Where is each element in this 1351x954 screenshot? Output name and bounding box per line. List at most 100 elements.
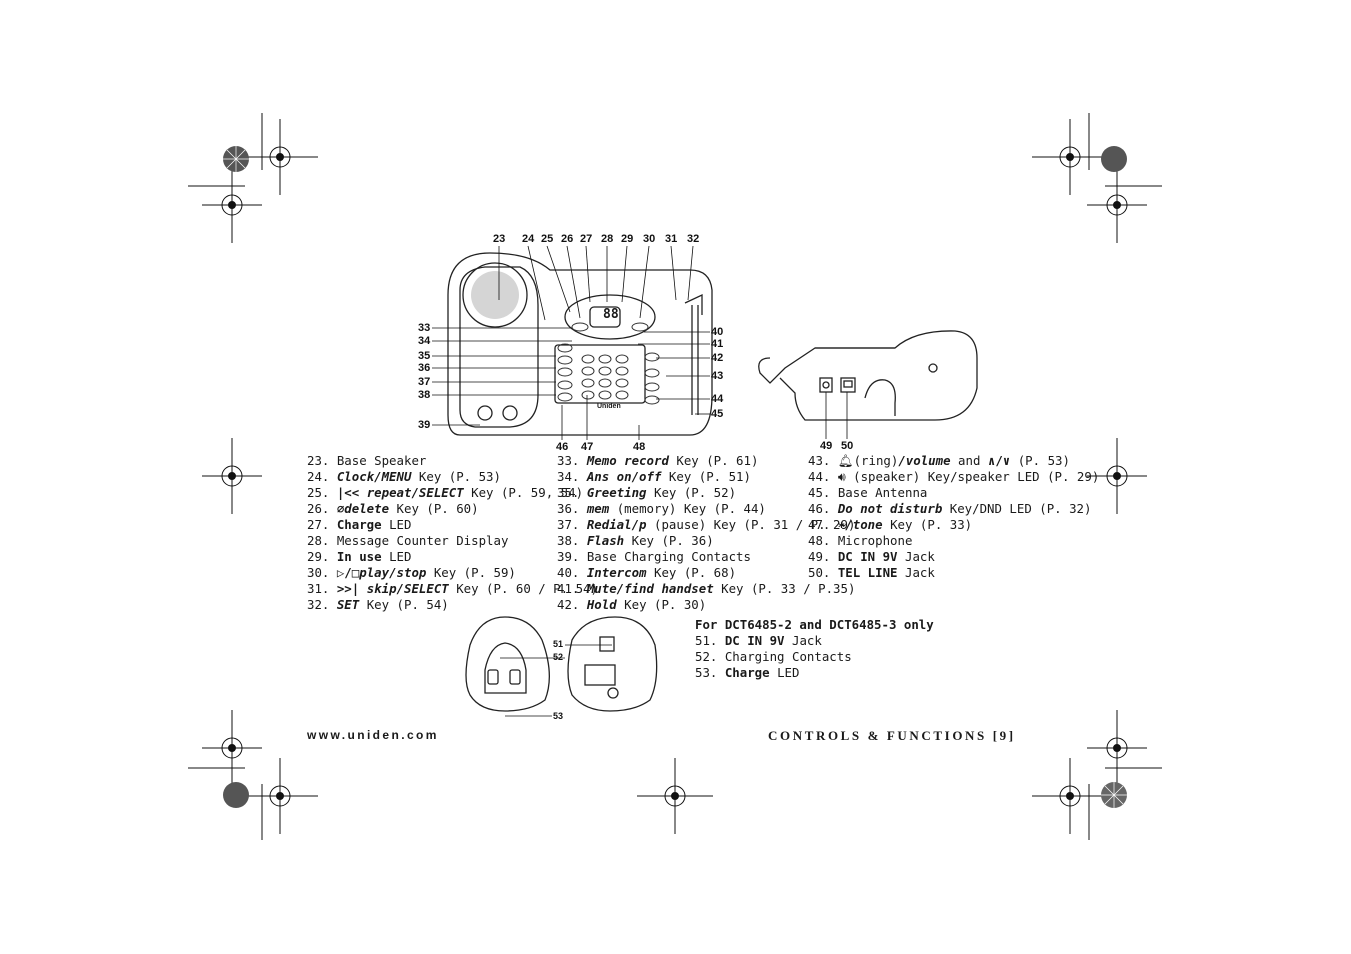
legend-item-text: ∗/tone — [837, 517, 883, 532]
legend-item-text: (pause) Key (P. 31 / P. 29) — [646, 517, 856, 532]
legend-item-number: 38. — [557, 533, 587, 548]
legend-item-text: Key (P. 54) — [359, 597, 449, 612]
legend-item-text: Key (P. 59) — [426, 565, 516, 580]
legend-item-text: LED — [769, 665, 800, 680]
legend-item: 29. In use LED — [307, 549, 598, 565]
legend-item: 48. Microphone — [808, 533, 1099, 549]
legend-item: 46. Do not disturb Key/DND LED (P. 32) — [808, 501, 1099, 517]
legend-item-number: 36. — [557, 501, 587, 516]
legend-item-number: 34. — [557, 469, 587, 484]
legend-item-text: play/stop — [359, 565, 427, 580]
legend-item-text: and — [950, 453, 988, 468]
legend-item-number: 33. — [557, 453, 587, 468]
callout-51: 51 — [553, 639, 564, 649]
legend-item-number: 49. — [808, 549, 838, 564]
legend-item-text: Mute/find handset — [586, 581, 714, 596]
legend-item-text: Base Antenna — [837, 485, 928, 500]
callout-47: 47 — [581, 441, 594, 453]
legend-item-text: SET — [336, 597, 360, 612]
callout-46: 46 — [556, 441, 569, 453]
legend-item: 43. 🔔︎(ring)/volume and ∧/∨ (P. 53) — [808, 453, 1099, 469]
legend-item: 40. Intercom Key (P. 68) — [557, 565, 855, 581]
legend-item-text: LED — [381, 517, 412, 532]
legend-item-text: mem — [586, 501, 610, 516]
legend-item-number: 46. — [808, 501, 838, 516]
legend-item-number: 44. — [808, 469, 838, 484]
legend-item-text: Key (P. 52) — [646, 485, 737, 500]
legend-item-text: Jack — [784, 633, 822, 648]
callout-50: 50 — [841, 440, 854, 452]
legend-item-text: Key (P. 68) — [646, 565, 737, 580]
legend-item: 32. SET Key (P. 54) — [307, 597, 598, 613]
legend-item-text: DC IN 9V — [724, 633, 785, 648]
legend-item-text: 🔊︎ — [837, 469, 846, 484]
legend-item-number: 25. — [307, 485, 337, 500]
legend-item: 51. DC IN 9V Jack — [695, 633, 852, 649]
callout-33: 33 — [418, 322, 431, 334]
callout-48: 48 — [633, 441, 646, 453]
callout-38: 38 — [418, 389, 431, 401]
legend-item-text: Greeting — [586, 485, 647, 500]
callout-49: 49 — [820, 440, 833, 452]
legend-item-text: ∅delete — [336, 501, 390, 516]
callout-29: 29 — [621, 233, 634, 245]
legend-item-number: 30. — [307, 565, 337, 580]
legend-item-number: 41. — [557, 581, 587, 596]
legend-item-text: DC IN 9V — [837, 549, 898, 564]
legend-item: 23. Base Speaker — [307, 453, 598, 469]
dct-section-header: For DCT6485-2 and DCT6485-3 only — [695, 617, 934, 632]
legend-item: 27. Charge LED — [307, 517, 598, 533]
legend-item-number: 45. — [808, 485, 838, 500]
legend-item-text: Do not disturb — [837, 501, 943, 516]
legend-item: 30. ▷/□play/stop Key (P. 59) — [307, 565, 598, 581]
legend-item-text: LED — [381, 549, 412, 564]
legend-item-text: Key (P. 33) — [882, 517, 973, 532]
legend-item: 38. Flash Key (P. 36) — [557, 533, 855, 549]
callout-44: 44 — [711, 393, 724, 405]
footer-website: www.uniden.com — [307, 728, 439, 742]
legend-item-number: 26. — [307, 501, 337, 516]
legend-item-text: ▷/□ — [336, 565, 360, 580]
legend-item: 33. Memo record Key (P. 61) — [557, 453, 855, 469]
legend-item-number: 35. — [557, 485, 587, 500]
legend-item-text: 🔔︎ — [837, 453, 854, 468]
legend-item-text: Key (P. 33 / P.35) — [713, 581, 856, 596]
device-display: 88 — [603, 307, 619, 322]
legend-item-text: Clock/MENU — [336, 469, 412, 484]
legend-item: 41. Mute/find handset Key (P. 33 / P.35) — [557, 581, 855, 597]
footer-section-title: CONTROLS & FUNCTIONS [9] — [768, 728, 1016, 743]
legend-item-text: Key (P. 59, 54) — [463, 485, 584, 500]
legend-item: 39. Base Charging Contacts — [557, 549, 855, 565]
legend-item-number: 31. — [307, 581, 337, 596]
callout-36: 36 — [418, 362, 431, 374]
legend-item: 49. DC IN 9V Jack — [808, 549, 1099, 565]
callout-39: 39 — [418, 419, 431, 431]
callout-45: 45 — [711, 408, 724, 420]
legend-item-number: 23. — [307, 453, 337, 468]
charger-illustration — [465, 616, 658, 712]
legend-item-text: Jack — [897, 565, 935, 580]
legend-item-number: 50. — [808, 565, 838, 580]
legend-column-3: 43. 🔔︎(ring)/volume and ∧/∨ (P. 53)44. 🔊… — [808, 453, 1099, 581]
legend-item-text: Jack — [897, 549, 935, 564]
callout-31: 31 — [665, 233, 678, 245]
callout-43: 43 — [711, 370, 724, 382]
legend-item-text: ∧/∨ — [987, 453, 1011, 468]
legend-item-number: 42. — [557, 597, 587, 612]
legend-item-text: Microphone — [837, 533, 913, 548]
legend-item-number: 40. — [557, 565, 587, 580]
legend-item: 25. |<< repeat/SELECT Key (P. 59, 54) — [307, 485, 598, 501]
device-brand: Uniden — [597, 403, 621, 410]
legend-item-text: Key (P. 60 / P. 54) — [448, 581, 598, 596]
callout-52: 52 — [553, 652, 564, 662]
legend-item-text: Charging Contacts — [724, 649, 852, 664]
legend-item-text: In use — [336, 549, 382, 564]
callout-32: 32 — [687, 233, 700, 245]
base-unit-illustration — [447, 252, 713, 436]
legend-item-text: Key (P. 61) — [668, 453, 759, 468]
legend-item: 45. Base Antenna — [808, 485, 1099, 501]
legend-item-number: 43. — [808, 453, 838, 468]
legend-item-text: Base Charging Contacts — [586, 549, 751, 564]
